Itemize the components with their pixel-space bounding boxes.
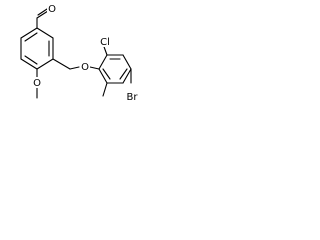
methoxy-oxygen-label: O: [33, 78, 41, 89]
methyl-group: [102, 82, 108, 97]
chemical-structure-diagram: O O O Cl Br: [20, 3, 140, 103]
ether-linker: [52, 58, 100, 70]
left-benzene-ring: [20, 27, 54, 70]
aldehyde-oxygen-label: O: [48, 4, 56, 15]
aldehyde-group: [36, 8, 49, 29]
ether-oxygen-label: O: [81, 62, 89, 73]
chlorine-label: Cl: [100, 37, 110, 48]
bromine-label: Br: [127, 92, 139, 103]
right-benzene-ring: [98, 54, 132, 84]
